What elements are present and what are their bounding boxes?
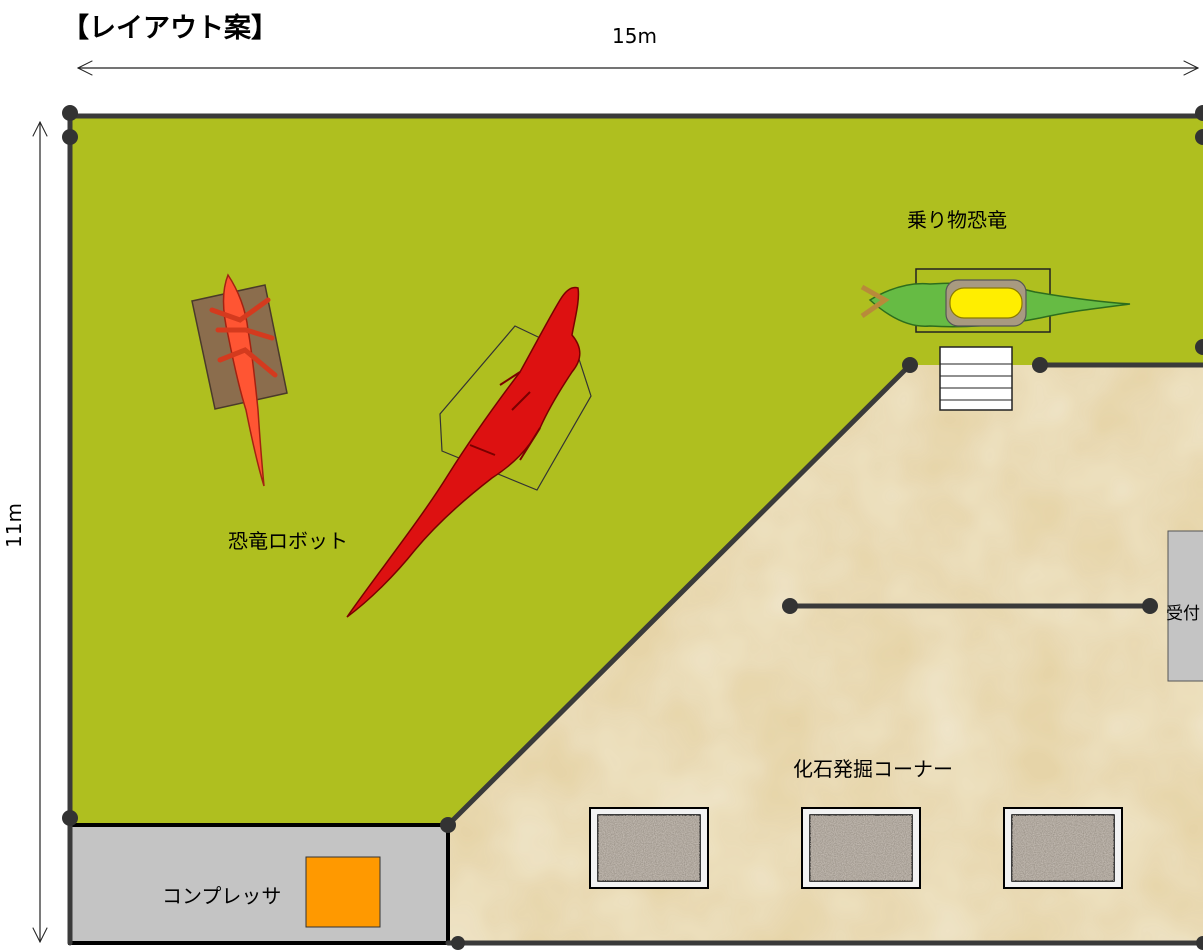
walls: [67, 113, 1203, 946]
reception-counter: [1167, 530, 1203, 682]
small-dino-robot: [191, 273, 288, 487]
page-title: 【レイアウト案】: [62, 13, 278, 44]
reception-label: 受付: [1166, 604, 1200, 624]
dig-box-1: [589, 807, 709, 889]
fossil-corner-label: 化石発掘コーナー: [793, 757, 953, 781]
dino-robot-label: 恐竜ロボット: [228, 529, 348, 553]
ride-dinosaur-label: 乗り物恐竜: [907, 208, 1007, 232]
dig-box-2: [801, 807, 921, 889]
large-dino-robot: [346, 286, 592, 618]
height-label: 11m: [2, 503, 26, 548]
compressor-label: コンプレッサ: [162, 884, 282, 908]
width-label: 15m: [612, 24, 657, 48]
ride-dinosaur: [860, 268, 1131, 333]
entrance-steps: [939, 346, 1013, 411]
wall-joints: [62, 105, 1203, 950]
sand-texture: [448, 365, 1203, 945]
dig-box-3: [1003, 807, 1123, 889]
compressor-room: [68, 823, 450, 945]
compressor-unit: [305, 856, 381, 928]
